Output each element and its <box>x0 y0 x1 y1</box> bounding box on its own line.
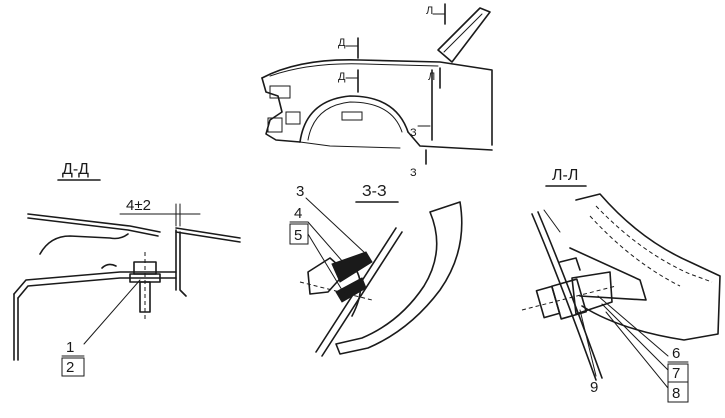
marker-l-top: Л <box>426 5 433 17</box>
fender-panel <box>335 201 463 355</box>
callout-5: 5 <box>294 227 302 244</box>
section-zz: З-З 3 4 5 <box>289 183 463 357</box>
marker-l-bottom: Л <box>428 71 435 83</box>
wheel-arch <box>299 95 409 143</box>
section-ll: Л-Л 9 6 7 8 <box>521 167 721 403</box>
car-overview: Д Д Л Л З З <box>261 3 493 179</box>
hood-outline <box>261 59 493 146</box>
callout-8: 8 <box>672 385 680 402</box>
headlight <box>269 85 291 99</box>
ll-bracket <box>571 271 613 315</box>
sill-line <box>407 131 493 151</box>
marker-z-bottom: З <box>410 167 417 179</box>
a-pillar <box>437 7 491 63</box>
callout-6: 6 <box>672 345 680 362</box>
section-dd-title: Д-Д <box>62 161 89 178</box>
marker-d-top: Д <box>338 37 346 49</box>
callout-3: 3 <box>296 183 304 200</box>
section-ll-title: Л-Л <box>552 167 578 184</box>
callout-2: 2 <box>66 359 74 376</box>
ll-fender-body <box>575 193 721 341</box>
front-nose <box>261 77 301 143</box>
section-dd: Д-Д 4±2 1 2 <box>13 161 241 377</box>
callout-9: 9 <box>590 379 598 396</box>
callout-1: 1 <box>66 339 74 356</box>
marker-z-top: З <box>410 127 417 139</box>
callout-7: 7 <box>672 365 680 382</box>
marker-d-bottom: Д <box>338 71 346 83</box>
callout-4: 4 <box>294 205 302 222</box>
section-zz-title: З-З <box>362 183 387 200</box>
dimension-label: 4±2 <box>126 197 151 214</box>
